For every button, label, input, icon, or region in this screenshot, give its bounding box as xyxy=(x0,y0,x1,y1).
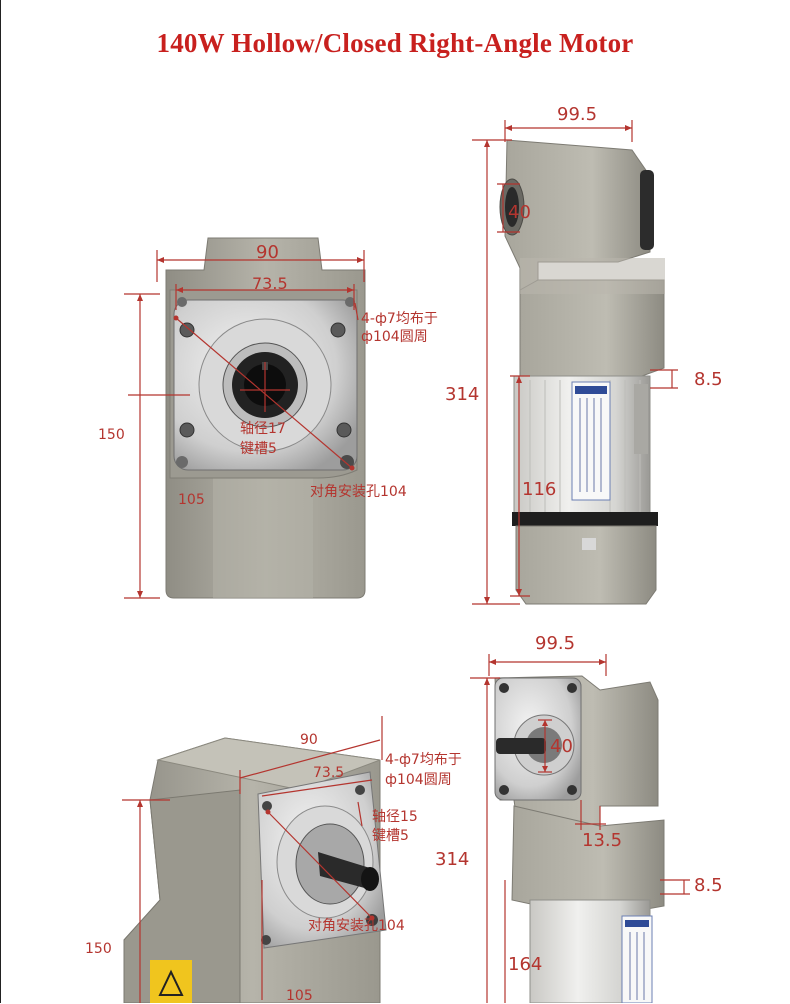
bl-holes-label: 4-ф7均布于 xyxy=(385,752,462,768)
bl-flange-label: 73.5 xyxy=(313,765,345,781)
side-view-hollow xyxy=(472,120,678,605)
tr-step-label: 8.5 xyxy=(694,369,723,390)
tl-width-label: 90 xyxy=(256,242,279,263)
bl-diagonal-label: 对角安装孔104 xyxy=(308,918,405,934)
perspective-view-solid xyxy=(122,716,387,1003)
tl-shaft-label: 轴径17 xyxy=(240,421,286,437)
tl-holes-circle-label: ф104圆周 xyxy=(361,329,428,345)
br-width-label: 99.5 xyxy=(535,633,576,654)
front-view-hollow xyxy=(124,237,366,599)
bl-key-label: 键槽5 xyxy=(372,828,409,844)
bl-lower-label: 105 xyxy=(286,988,313,1004)
tl-flange-label: 73.5 xyxy=(252,274,288,293)
br-offset-label: 13.5 xyxy=(582,830,623,851)
bl-holes-circle-label: ф104圆周 xyxy=(385,772,452,788)
bl-height-label: 150 xyxy=(85,941,112,957)
tr-bore-label: 40 xyxy=(508,202,531,223)
tl-lower-label: 105 xyxy=(178,492,205,508)
tl-diagonal-label: 对角安装孔104 xyxy=(310,484,407,500)
bl-shaft-label: 轴径15 xyxy=(372,809,418,825)
tl-key-label: 键槽5 xyxy=(240,441,277,457)
br-motor-label: 164 xyxy=(508,954,543,975)
br-bore-label: 40 xyxy=(550,736,573,757)
tr-total-label: 314 xyxy=(445,384,480,405)
tl-holes-label: 4-ф7均布于 xyxy=(361,311,438,327)
tr-width-label: 99.5 xyxy=(557,104,598,125)
br-step-label: 8.5 xyxy=(694,875,723,896)
br-total-label: 314 xyxy=(435,849,470,870)
tr-motor-label: 116 xyxy=(522,479,557,500)
tl-height-label: 150 xyxy=(98,427,125,443)
page-title: 140W Hollow/Closed Right-Angle Motor xyxy=(156,28,634,58)
side-view-solid xyxy=(470,654,690,1003)
page-border xyxy=(0,0,1,1003)
bl-width-label: 90 xyxy=(300,732,318,748)
